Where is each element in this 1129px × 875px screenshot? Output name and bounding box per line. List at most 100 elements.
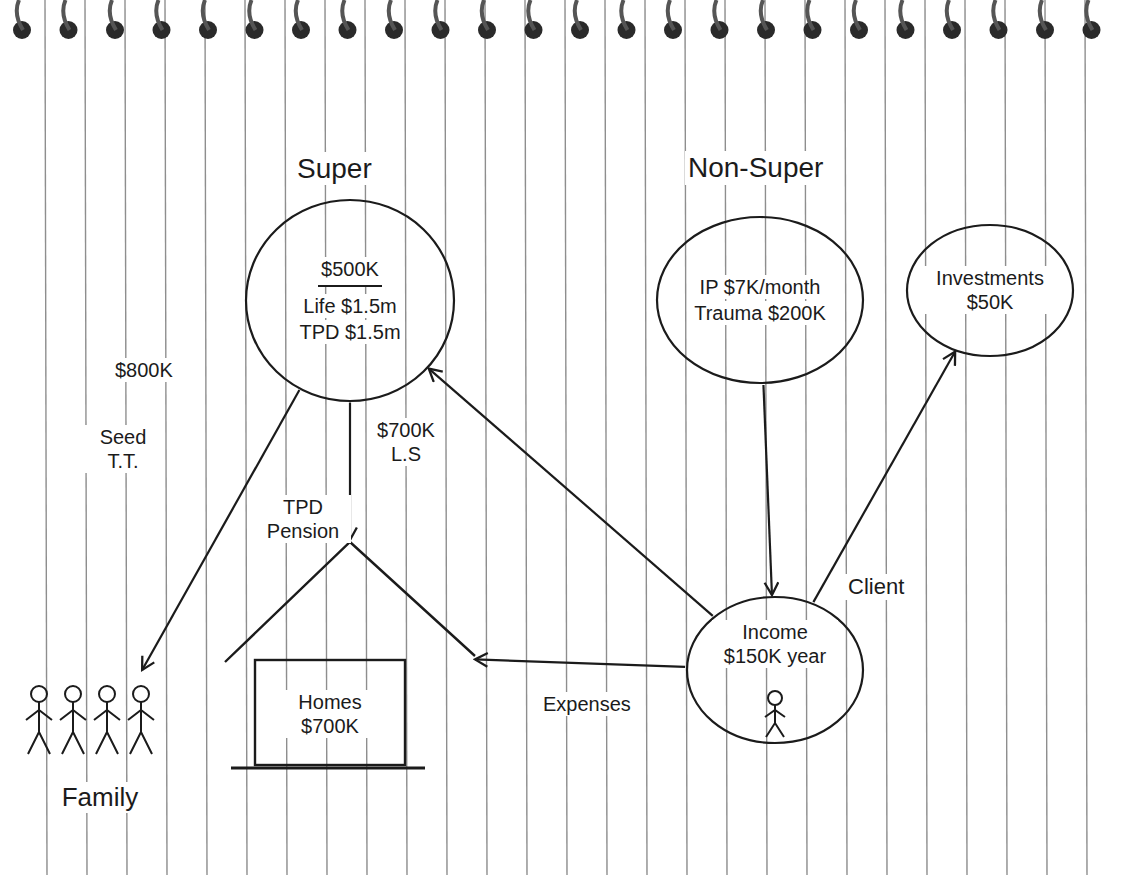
binding-wire <box>482 0 488 30</box>
spiral-binding <box>664 0 682 39</box>
house-roof <box>225 542 475 662</box>
note-label: TPD Pension <box>255 495 351 543</box>
super-circle: $500KLife $1.5mTPD $1.5mSuper <box>244 198 456 403</box>
connector-arrow <box>813 352 955 603</box>
stick-figure <box>26 686 52 754</box>
ruling-line <box>645 0 647 875</box>
ruling-line <box>165 0 167 875</box>
binding-wire <box>854 0 860 30</box>
ruling-line <box>965 0 967 875</box>
spiral-binding <box>943 0 961 39</box>
ruling-line <box>925 0 927 875</box>
edge-label: $700K L.S <box>368 418 444 466</box>
stick-figure <box>94 686 120 754</box>
node-text: Homes $700K <box>267 690 393 738</box>
figure-body <box>94 702 120 754</box>
heading-text: Super <box>294 152 375 186</box>
connector-arrow <box>763 385 772 595</box>
binding-wire <box>714 0 720 30</box>
ruling-line <box>725 0 727 875</box>
binding-wire <box>575 0 581 30</box>
spiral-binding <box>432 0 450 39</box>
spiral-binding <box>804 0 822 39</box>
binding-wire <box>110 0 116 30</box>
binding-wire <box>203 0 209 30</box>
connector-arrow <box>475 659 685 666</box>
spiral-binding <box>339 0 357 39</box>
spiral-binding <box>199 0 217 39</box>
spiral-binding <box>711 0 729 39</box>
binding-wire <box>807 0 813 30</box>
ruling-line <box>845 0 847 875</box>
client-head <box>768 691 782 705</box>
spiral-binding <box>246 0 264 39</box>
binding-wire <box>389 0 395 30</box>
ruling-line <box>1005 0 1007 875</box>
ruling-line <box>445 0 447 875</box>
spiral-binding <box>897 0 915 39</box>
binding-wire <box>761 0 767 30</box>
node-text: Trauma $200K <box>691 301 829 325</box>
node-content: IP $7K/monthTrauma $200K <box>655 215 865 385</box>
investments-circle: Investments $50K <box>905 223 1075 358</box>
non-super-circle: IP $7K/monthTrauma $200KNon-Super <box>655 215 865 385</box>
node-text: Life $1.5m <box>300 294 399 318</box>
binding-wire <box>993 0 999 30</box>
note-label: Seed T.T. <box>85 425 161 473</box>
binding-wire <box>63 0 69 30</box>
spiral-binding <box>1036 0 1054 39</box>
ground-line <box>231 767 425 770</box>
figure-body <box>26 702 52 754</box>
spiral-binding <box>850 0 868 39</box>
spiral-binding <box>571 0 589 39</box>
binding-wire <box>1086 0 1092 30</box>
circle-outline <box>687 597 863 743</box>
ruling-line <box>245 0 247 875</box>
spiral-binding <box>618 0 636 39</box>
circle-outline <box>907 225 1073 356</box>
figure-body <box>60 702 86 754</box>
ruling-line <box>285 0 287 875</box>
spiral-binding <box>478 0 496 39</box>
figure-head <box>99 686 115 702</box>
spiral-binding <box>292 0 310 39</box>
binding-wire <box>900 0 906 30</box>
spiral-binding <box>60 0 78 39</box>
edge-label: $800K <box>112 358 176 382</box>
ruling-line <box>485 0 487 875</box>
circle-outline <box>657 217 863 383</box>
ruling-line <box>565 0 567 875</box>
total-value: $500K <box>318 257 382 287</box>
spiral-binding <box>106 0 124 39</box>
node-content: Family <box>15 775 185 820</box>
node-content: Investments $50K <box>905 223 1075 358</box>
edge-label: Expenses <box>540 692 634 716</box>
ruling-line <box>365 0 367 875</box>
ruling-line <box>205 0 207 875</box>
binding-wire <box>342 0 348 30</box>
spiral-binding <box>153 0 171 39</box>
node-outline <box>655 215 865 385</box>
node-content: Homes $700K <box>255 662 405 765</box>
ruling-line <box>325 0 327 875</box>
node-text: IP $7K/month <box>697 275 824 299</box>
binding-wire <box>296 0 302 30</box>
spiral-binding <box>990 0 1008 39</box>
ruling-line <box>525 0 527 875</box>
spiral-binding <box>525 0 543 39</box>
heading-text: Non-Super <box>685 151 826 185</box>
spiral-binding <box>13 0 31 39</box>
spiral-binding <box>757 0 775 39</box>
ruling-line <box>1085 0 1087 875</box>
family-group: Family <box>15 670 185 820</box>
ruling-line <box>1045 0 1047 875</box>
house-wall <box>255 660 405 765</box>
binding-wire <box>528 0 534 30</box>
node-text: Family <box>59 782 142 813</box>
binding-wire <box>621 0 627 30</box>
figure-body <box>128 702 154 754</box>
